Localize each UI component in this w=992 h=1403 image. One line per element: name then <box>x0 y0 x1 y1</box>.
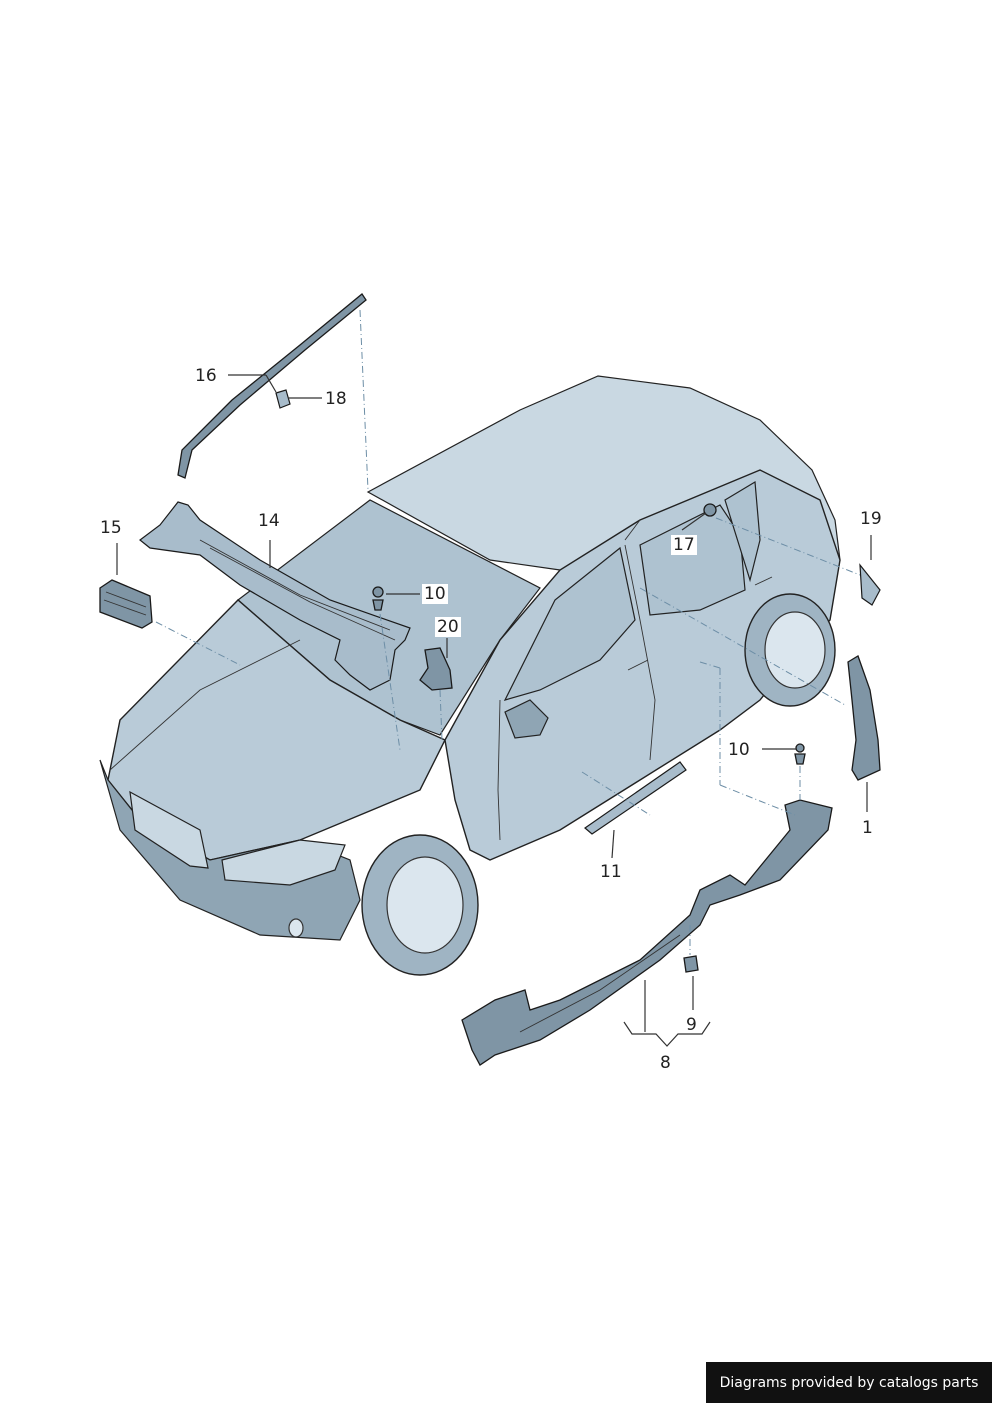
callout-10-upper: 10 <box>422 584 448 604</box>
assembly-lines <box>155 309 861 955</box>
part-clip-9 <box>683 955 699 973</box>
callout-8: 8 <box>660 1053 671 1073</box>
callout-15: 15 <box>100 518 122 538</box>
callout-17: 17 <box>671 535 697 555</box>
part-bracket-20 <box>419 647 453 691</box>
part-cowl-panel-14 <box>139 501 411 691</box>
callout-14: 14 <box>258 511 280 531</box>
part-sill-trim-11 <box>584 761 687 835</box>
part-side-sill-8 <box>461 799 833 1066</box>
part-trim-1 <box>847 655 881 781</box>
leader-lines <box>116 374 872 1047</box>
part-clip-18 <box>275 389 291 409</box>
part-screw-10-upper <box>372 586 384 611</box>
part-trim-19 <box>859 563 881 606</box>
part-clip-17 <box>703 503 717 517</box>
part-screw-10-lower <box>794 743 806 765</box>
callout-9: 9 <box>686 1015 697 1035</box>
callout-1: 1 <box>862 818 873 838</box>
callout-16: 16 <box>195 366 217 386</box>
callout-10-lower: 10 <box>728 740 750 760</box>
part-grille-15 <box>99 579 153 629</box>
callout-11: 11 <box>600 862 622 882</box>
part-roof-trim-16 <box>177 293 367 479</box>
callout-20: 20 <box>435 617 461 637</box>
callout-18: 18 <box>325 389 347 409</box>
callout-19: 19 <box>860 509 882 529</box>
footer-credit-text: Diagrams provided by catalogs parts <box>719 1374 979 1391</box>
footer-credit-banner: Diagrams provided by catalogs parts <box>706 1362 992 1403</box>
car-body <box>99 375 841 976</box>
